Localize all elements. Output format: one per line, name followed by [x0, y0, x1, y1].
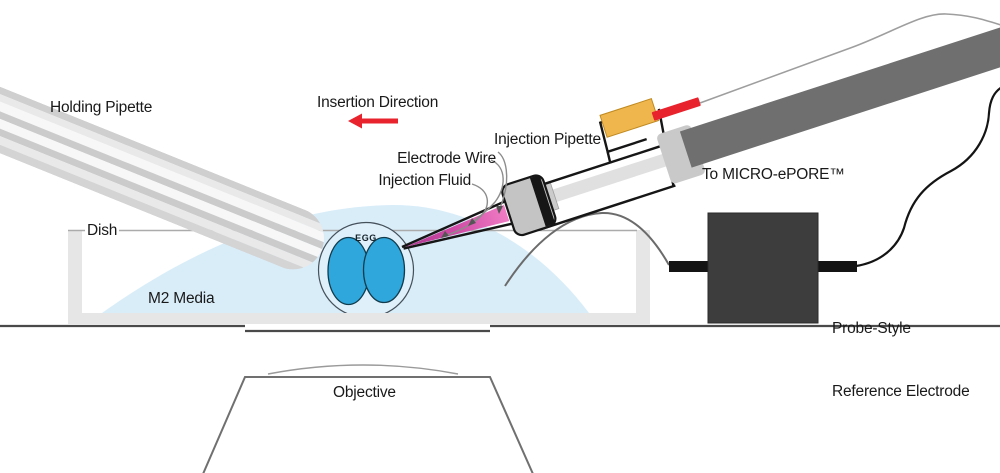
dish-left-wall [68, 230, 82, 324]
holder-grip [599, 98, 660, 138]
arrow-shaft [360, 118, 398, 124]
injection-pipette-arrowhead [496, 206, 503, 214]
leader-arrowheads [441, 206, 503, 238]
pipette-stripe [0, 82, 334, 258]
probe-lead-wire [855, 87, 1000, 268]
probe-reference-label-line1: Probe-Style [832, 320, 911, 337]
probe-reference-label: Probe-Style Reference Electrode [832, 276, 970, 444]
injection-fluid-arrowhead [441, 231, 449, 238]
dish [68, 230, 650, 324]
objective-body [202, 376, 534, 473]
objective-lens-arc [267, 364, 459, 375]
injection-fluid-leader [443, 183, 488, 237]
probe-box [707, 212, 819, 324]
electrode-wire-leader [469, 159, 504, 225]
probe-left-stub [669, 261, 708, 272]
injection-assembly [401, 0, 1000, 250]
electrode-wire-in-needle [401, 196, 514, 249]
dish-right-wall [636, 230, 650, 324]
injection-fluid-label: Injection Fluid [378, 172, 471, 189]
insertion-direction-label: Insertion Direction [317, 94, 439, 111]
objective-label: Objective [333, 384, 396, 401]
pressure-tubing-line [699, 13, 1000, 104]
pipette-stripe [0, 89, 334, 267]
egg [317, 221, 415, 319]
pipette-stripe [0, 97, 334, 273]
pipette-stripe [0, 111, 334, 279]
holding-pipette [0, 61, 334, 279]
injection-fluid-in-needle [405, 204, 510, 248]
reference-electrode-probe [669, 212, 857, 324]
insertion-direction-arrow [348, 113, 398, 129]
collet-band [529, 174, 556, 227]
arrow-head [348, 113, 362, 129]
barrel-bottom-edge [539, 184, 676, 231]
holding-pipette-body [0, 61, 334, 279]
reference-electrode-wire [504, 211, 670, 287]
probe-right-stub [818, 261, 857, 272]
electrode-wire-arrowhead [468, 218, 476, 226]
injection-pipette-label: Injection Pipette [494, 131, 601, 148]
needle-lower-wall [403, 220, 520, 250]
objective [202, 364, 534, 473]
holding-pipette-label: Holding Pipette [50, 99, 153, 116]
pipette-stripe [0, 67, 334, 243]
micro-epore-label: To MICRO-ePORE™ [702, 166, 845, 183]
dish-bottom [68, 313, 650, 324]
egg-label: EGG [355, 233, 377, 243]
electrode-wire-label: Electrode Wire [397, 150, 496, 167]
m2-media-label: M2 Media [148, 290, 215, 307]
glass-capillary [542, 144, 697, 206]
pipette-stripe [0, 74, 334, 252]
egg-cell-right [362, 236, 406, 304]
probe-reference-label-line2: Reference Electrode [832, 383, 970, 400]
pipette-stripe [0, 61, 334, 237]
pipette-stripe [0, 103, 334, 279]
electrode-lead-red [651, 97, 701, 121]
holder-rod [679, 0, 1000, 168]
dish-label: Dish [87, 222, 118, 239]
